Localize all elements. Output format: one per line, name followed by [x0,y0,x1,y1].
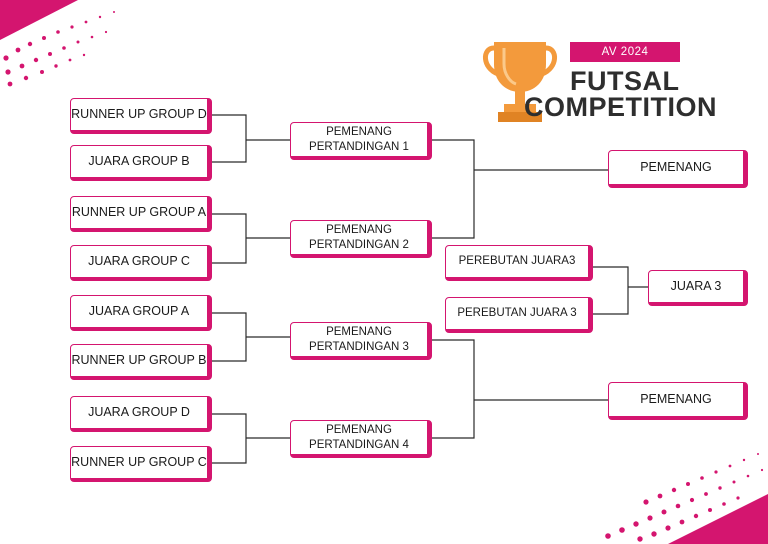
team-juara-group-a: JUARA GROUP A [70,295,212,331]
title-competition: COMPETITION [524,92,717,122]
final-winner-bottom: PEMENANG [608,382,748,420]
team-runner-up-group-a: RUNNER UP GROUP A [70,196,212,232]
year-badge: AV 2024 [570,42,680,62]
third-place-match-2: PEREBUTAN JUARA 3 [445,297,593,333]
competition-header: AV 2024 FUTSAL COMPETITION [480,34,740,134]
team-runner-up-group-b: RUNNER UP GROUP B [70,344,212,380]
title-futsal: FUTSAL [570,66,680,96]
decorative-dots-bottom-right [605,453,768,544]
third-place-result: JUARA 3 [648,270,748,306]
match-label-top: PEMENANG [326,224,392,237]
final-winner-top: PEMENANG [608,150,748,188]
team-juara-group-c: JUARA GROUP C [70,245,212,281]
match-label-bottom: PERTANDINGAN 3 [309,340,409,353]
match-label-bottom: PERTANDINGAN 4 [309,438,409,451]
team-runner-up-group-d: RUNNER UP GROUP D [70,98,212,134]
trophy-icon [483,42,557,122]
third-place-match-1: PEREBUTAN JUARA3 [445,245,593,281]
match-label-top: PEMENANG [326,424,392,437]
match-label-top: PEMENANG [326,326,392,339]
team-juara-group-b: JUARA GROUP B [70,145,212,181]
match-label-bottom: PERTANDINGAN 2 [309,238,409,251]
match-label-top: PEMENANG [326,126,392,139]
team-juara-group-d: JUARA GROUP D [70,396,212,432]
decorative-dots-top-left [0,0,115,87]
match-label-bottom: PERTANDINGAN 1 [309,140,409,153]
team-runner-up-group-c: RUNNER UP GROUP C [70,446,212,482]
